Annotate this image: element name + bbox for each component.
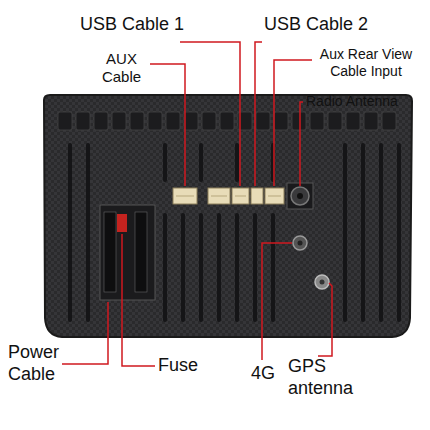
gps-jack xyxy=(315,275,329,289)
callout-label: Aux Rear View Cable Input xyxy=(312,46,420,80)
callout-label: Radio Antenna xyxy=(306,93,424,110)
callout-label: GPS antenna xyxy=(288,356,372,399)
callout-label: AUX Cable xyxy=(94,50,149,86)
leader-lines xyxy=(62,42,332,366)
power-socket xyxy=(100,205,155,300)
housing xyxy=(44,95,412,337)
callout-label: USB Cable 2 xyxy=(264,14,389,36)
fuse xyxy=(117,214,127,232)
callout-label: 4G xyxy=(251,363,281,385)
4g-jack xyxy=(293,236,307,250)
callout-label: Power Cable xyxy=(8,342,68,385)
radio-antenna-jack xyxy=(291,187,309,205)
callout-label: USB Cable 1 xyxy=(80,14,190,36)
aux-connector xyxy=(173,188,197,204)
callout-label: Fuse xyxy=(158,355,218,377)
